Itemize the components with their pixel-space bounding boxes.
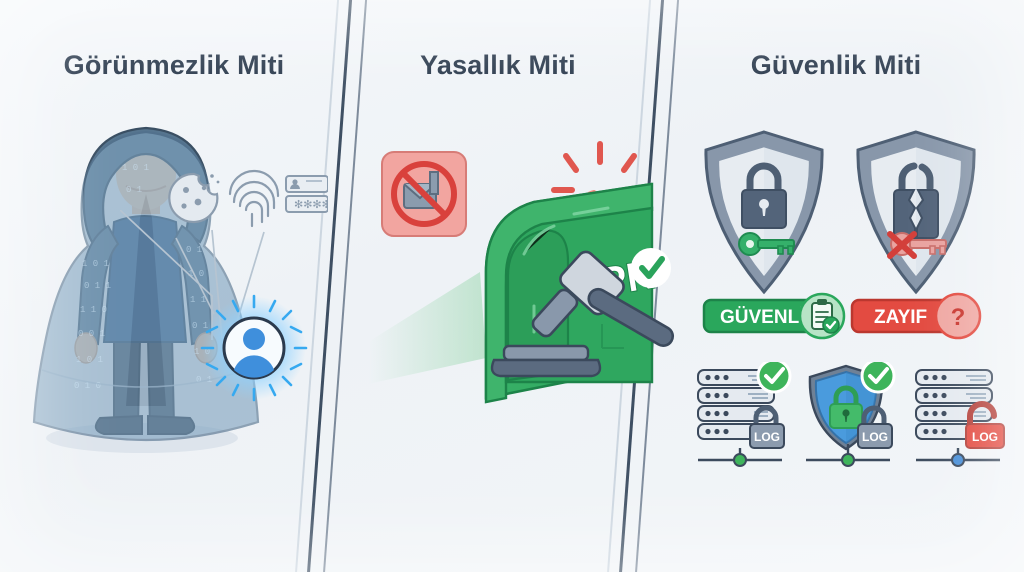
panel-legality: Yasallık Miti (348, 0, 648, 572)
svg-text:1 0: 1 0 (188, 269, 204, 279)
svg-text:1 0 1: 1 0 1 (122, 163, 149, 173)
svg-text:0 0 1: 0 0 1 (78, 329, 105, 339)
svg-text:0 1: 0 1 (126, 185, 142, 195)
svg-text:1 0 1: 1 0 1 (76, 355, 103, 365)
glowing-user-identity-icon (200, 294, 308, 402)
status-badge-secure[interactable]: GÜVENLİ (702, 292, 846, 340)
fingerprint-icon (228, 169, 280, 228)
log-label-2: LOG (862, 430, 888, 444)
shield-weak-icon (856, 130, 976, 295)
no-illegal-download-sign-icon (381, 151, 467, 237)
panel-title-security: Güvenlik Miti (750, 50, 922, 80)
panel-invisibility: Görünmezlik Miti (0, 0, 348, 572)
svg-text:0 1 1: 0 1 1 (84, 281, 111, 291)
panel-title-invisibility: Görünmezlik Miti (63, 50, 285, 80)
cookie-tracker-icon (168, 172, 220, 224)
security-status-badges: GÜVENLİ ZAYIF ? (702, 292, 982, 340)
panel-title-legality: Yasallık Miti (420, 50, 576, 80)
password-mask: ✻✻✻✻ (294, 199, 328, 211)
svg-text:1 0 1: 1 0 1 (82, 259, 109, 269)
audit-clipboard-check-icon (798, 292, 846, 340)
green-check-badge-icon (631, 248, 671, 288)
closed-padlock-icon (741, 162, 787, 229)
svg-text:0 1: 0 1 (196, 375, 212, 385)
broken-padlock-icon (893, 162, 939, 239)
login-credentials-form-icon: ✻✻✻✻ (285, 175, 328, 213)
green-check-icon (860, 362, 896, 394)
svg-text:1 0: 1 0 (194, 347, 210, 357)
gavel-sound-block-icon (490, 344, 602, 378)
svg-text:1 1 0: 1 1 0 (80, 305, 107, 315)
log-label-1: LOG (754, 430, 780, 444)
status-badge-weak[interactable]: ZAYIF ? (850, 292, 982, 340)
green-check-icon (756, 362, 792, 394)
server-shield-protected: LOG (806, 362, 896, 467)
log-lock-gray: LOG (749, 405, 785, 449)
log-lock-gray: LOG (857, 405, 893, 449)
crossed-out-red-key-icon (887, 231, 947, 259)
open-red-lock-icon: LOG (965, 401, 1005, 449)
shield-secure-icon (704, 130, 824, 295)
question-mark-icon: ? (934, 292, 982, 340)
judge-gavel-icon (490, 250, 675, 378)
status-badge-secure-label: GÜVENLİ (720, 307, 804, 328)
panel-security: Güvenlik Miti (648, 0, 1024, 572)
log-label-3: LOG (972, 430, 998, 444)
svg-text:0 1: 0 1 (186, 245, 202, 255)
server-logging-group: LOG LOG (697, 362, 1005, 467)
svg-text:0 1 0: 0 1 0 (74, 381, 101, 391)
svg-text:?: ? (951, 304, 966, 331)
security-shields-group (704, 130, 976, 295)
server-rack-checked: LOG (697, 362, 792, 467)
tracking-identifiers-group: ✻✻✻✻ (168, 169, 328, 228)
status-badge-weak-label: ZAYIF (874, 307, 927, 328)
vpn-legality-illustration: VPN (368, 141, 675, 404)
server-rack-exposed: LOG (915, 369, 1005, 467)
svg-text:✻✻✻✻: ✻✻✻✻ (294, 199, 328, 211)
green-key-icon (738, 232, 795, 256)
